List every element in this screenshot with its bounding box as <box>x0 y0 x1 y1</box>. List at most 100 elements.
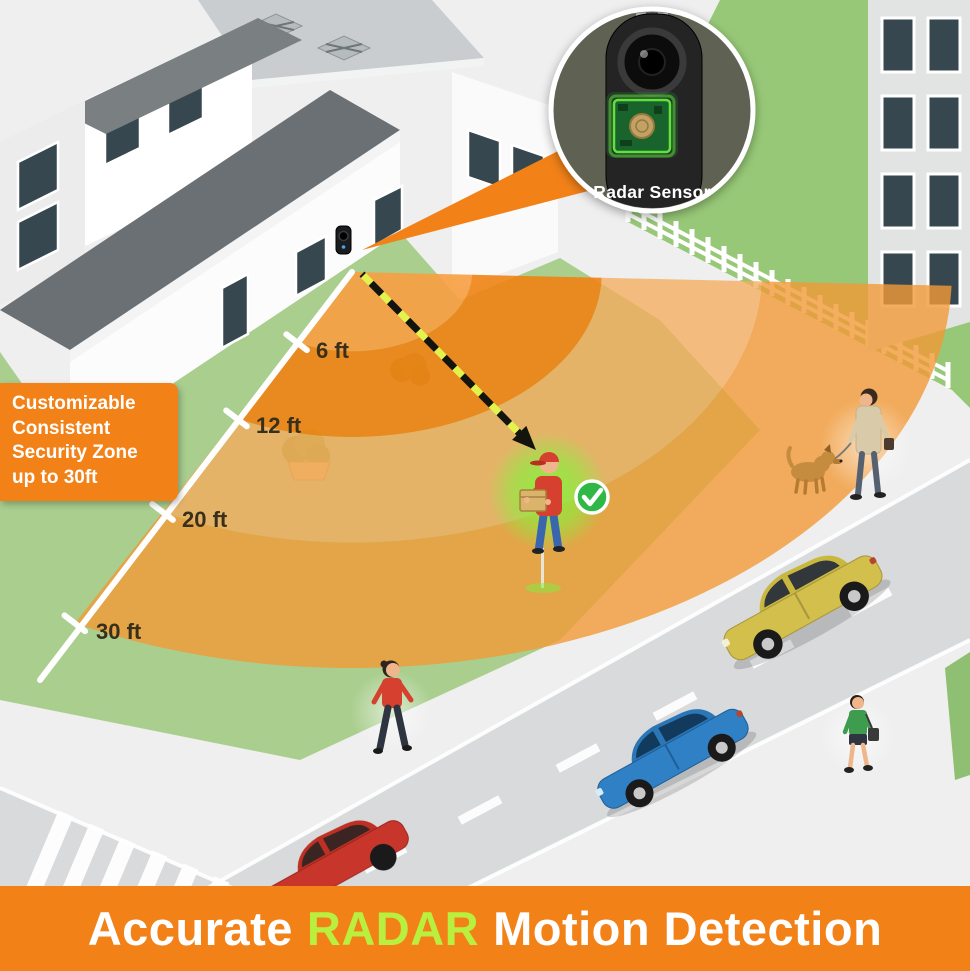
right-building <box>868 0 970 352</box>
handbag <box>884 438 894 450</box>
crosswalk-stripe <box>116 850 168 890</box>
fence-picket <box>737 254 743 280</box>
hand <box>524 497 530 503</box>
car-window <box>658 713 708 743</box>
boy-pedestrian <box>818 695 898 776</box>
pcb-antenna <box>629 113 655 139</box>
dog-tail <box>786 446 794 468</box>
bottom-banner: Accurate RADAR Motion Detection <box>0 886 970 971</box>
lane-dash <box>457 795 503 825</box>
legs <box>535 508 562 552</box>
window <box>16 199 60 273</box>
range-tick-30ft <box>61 612 89 635</box>
check-circle <box>574 479 610 515</box>
camera-lens <box>338 230 349 242</box>
package <box>519 489 547 512</box>
banner-suffix: Motion Detection <box>493 902 883 955</box>
bag-strap <box>865 713 873 729</box>
range-label-20ft: 20 ft <box>182 507 228 532</box>
shorts <box>849 734 867 745</box>
shoe <box>874 492 886 498</box>
window <box>880 94 916 152</box>
car-body <box>265 820 409 890</box>
roof-fascia <box>70 130 400 362</box>
vent-grill <box>325 43 363 53</box>
upper-roof <box>62 18 302 134</box>
shoe <box>863 765 873 771</box>
fence-picket <box>657 213 663 239</box>
arm <box>876 413 890 441</box>
legs <box>847 742 870 771</box>
fence-picket <box>705 237 711 263</box>
scene-illustration: 6 ft 12 ft 20 ft 30 ft <box>0 0 970 890</box>
pcb-glow-ring <box>608 94 676 158</box>
window <box>16 139 60 213</box>
range-line <box>37 269 355 683</box>
window <box>880 172 916 230</box>
cap-brim <box>530 460 546 466</box>
window <box>926 94 962 152</box>
house <box>0 0 558 452</box>
shirt <box>849 710 867 736</box>
car-taillight <box>736 710 743 718</box>
car-window <box>787 560 840 591</box>
fence-picket <box>721 246 727 272</box>
crosswalk-stripe <box>84 837 136 890</box>
pedestrians <box>350 388 916 776</box>
pcb-chip <box>618 104 628 111</box>
radar-band-20-30ft <box>75 281 952 669</box>
car-hub <box>715 741 728 754</box>
lane-dash <box>555 743 601 773</box>
cap <box>539 452 559 462</box>
check-badge <box>574 479 610 515</box>
callout-content <box>605 12 703 208</box>
car-headlight <box>721 638 731 648</box>
radar-band-6-12ft <box>236 274 602 438</box>
bag <box>868 728 879 741</box>
red-car <box>265 820 409 890</box>
face <box>852 697 864 709</box>
window <box>926 16 962 74</box>
window <box>466 128 502 190</box>
arms <box>371 681 414 705</box>
callout-label: Radar Sensor <box>593 182 710 202</box>
car-door-line <box>664 744 680 770</box>
fence-picket <box>753 262 759 288</box>
shirt <box>382 678 402 708</box>
banner-highlight: RADAR <box>306 902 480 955</box>
detection-arrowhead <box>512 425 536 450</box>
lane-dash <box>652 691 698 721</box>
car-taillight <box>869 557 877 565</box>
main-roof <box>0 90 400 350</box>
arms <box>842 713 874 735</box>
face <box>859 393 873 407</box>
camera-led <box>341 245 346 249</box>
car-door-line <box>793 592 811 620</box>
coat <box>855 405 882 455</box>
pcb-chip <box>620 140 632 146</box>
range-label-12ft: 12 ft <box>256 413 302 438</box>
front-door <box>220 271 250 351</box>
shoe <box>553 546 565 552</box>
shoe <box>373 748 383 754</box>
car-hub <box>761 637 775 651</box>
legs <box>376 704 409 752</box>
hand <box>545 499 551 505</box>
car-window <box>764 578 791 608</box>
crosswalk-stripe <box>53 823 105 890</box>
dog-snout <box>833 459 841 464</box>
car-hub <box>633 787 646 800</box>
radar-band-12-20ft <box>162 277 762 543</box>
range-ruler: 6 ft 12 ft 20 ft 30 ft <box>37 269 355 683</box>
car-window <box>636 730 661 759</box>
pedestrian-red-shirt <box>350 660 434 754</box>
range-tick-12ft <box>223 407 250 430</box>
pedestrian-glow <box>350 670 434 754</box>
car-window <box>322 824 371 852</box>
corner-lawn <box>945 652 970 780</box>
roof-deck-fascia <box>252 58 484 88</box>
fence-picket <box>673 221 679 247</box>
car-window <box>301 841 326 868</box>
banner-prefix: Accurate <box>87 902 293 955</box>
car-wheel <box>369 843 397 871</box>
